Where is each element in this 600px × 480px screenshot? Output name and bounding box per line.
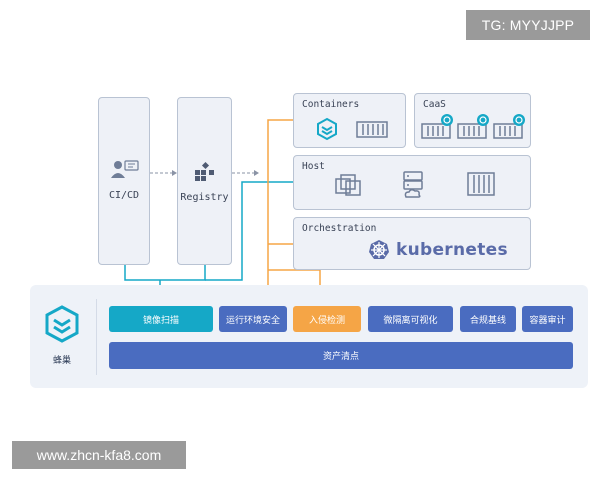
asset-inventory-bar: 资产清点 bbox=[109, 342, 573, 369]
watermark-top: TG: MYYJJPP bbox=[466, 10, 590, 40]
module-intrusion-detection: 入侵检测 bbox=[293, 306, 361, 332]
platform-divider bbox=[96, 299, 97, 375]
cicd-pillar: CI/CD bbox=[98, 97, 150, 265]
orchestration-panel: Orchestration kubernetes bbox=[293, 217, 531, 270]
protected-container-icon bbox=[493, 113, 525, 145]
brand-label: 蜂巢 bbox=[52, 356, 71, 366]
protected-container-icon bbox=[421, 113, 453, 145]
server-rack-icon bbox=[466, 170, 496, 202]
caas-panel: CaaS bbox=[414, 93, 531, 148]
hexagon-logo-icon bbox=[316, 117, 338, 144]
protected-container-icon bbox=[457, 113, 489, 145]
watermark-bottom: www.zhcn-kfa8.com bbox=[12, 441, 186, 469]
security-platform: 蜂巢 bbox=[30, 285, 588, 388]
container-icon bbox=[356, 121, 388, 142]
registry-label: Registry bbox=[180, 192, 229, 203]
containers-panel: Containers bbox=[293, 93, 406, 148]
kubernetes-helm-icon bbox=[368, 239, 390, 265]
virtual-machine-icon bbox=[334, 171, 362, 203]
kubernetes-wordmark: kubernetes bbox=[396, 240, 508, 260]
module-microsegmentation: 微隔离可视化 bbox=[368, 306, 453, 332]
containers-title: Containers bbox=[302, 99, 360, 110]
module-runtime-security: 运行环境安全 bbox=[219, 306, 287, 332]
cloud-server-icon bbox=[400, 170, 426, 204]
module-compliance-baseline: 合规基线 bbox=[460, 306, 516, 332]
orchestration-title: Orchestration bbox=[302, 223, 377, 234]
registry-icon bbox=[193, 160, 217, 188]
host-title: Host bbox=[302, 161, 325, 172]
developer-icon bbox=[110, 158, 140, 186]
module-container-audit: 容器审计 bbox=[522, 306, 573, 332]
brand-logo-icon bbox=[44, 305, 80, 349]
cicd-label: CI/CD bbox=[108, 190, 140, 201]
module-image-scan: 镜像扫描 bbox=[109, 306, 213, 332]
host-panel: Host bbox=[293, 155, 531, 210]
caas-title: CaaS bbox=[423, 99, 446, 110]
registry-pillar: Registry bbox=[177, 97, 232, 265]
